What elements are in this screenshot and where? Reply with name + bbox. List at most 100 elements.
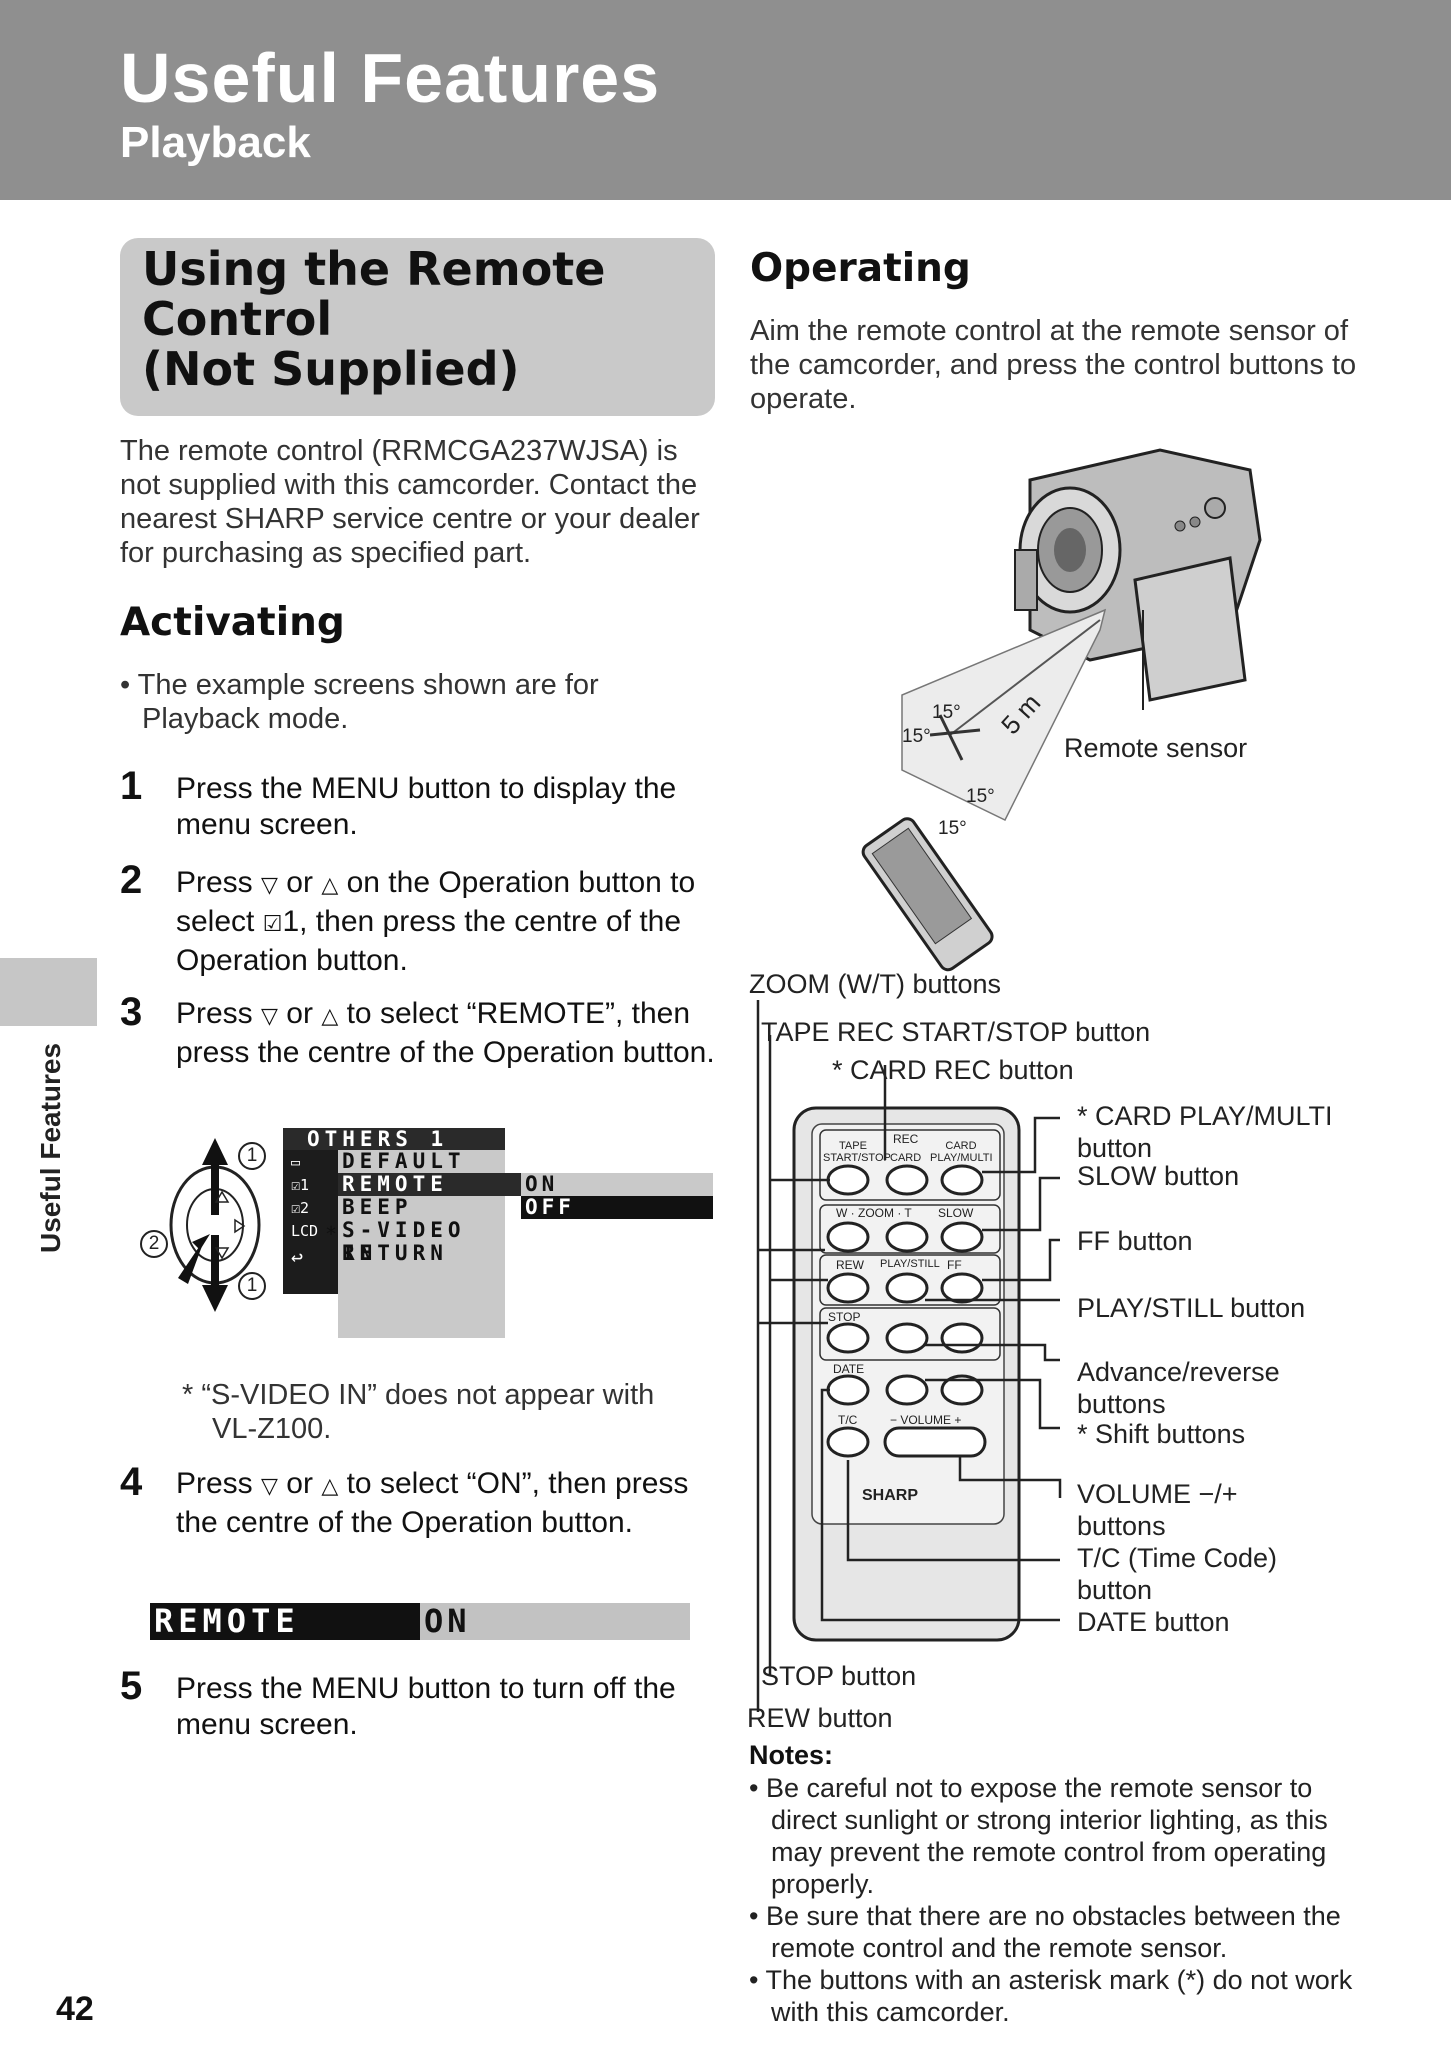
- label-card-play-2: button: [1077, 1133, 1153, 1163]
- label-date: DATE button: [1077, 1607, 1230, 1637]
- step-text-part: to select “REMOTE”, then press the centr…: [176, 997, 715, 1069]
- step-number: 1: [120, 764, 143, 808]
- menu-item: BEEP: [342, 1195, 413, 1219]
- menu-item: DEFAULT: [342, 1149, 466, 1173]
- angle-label: 15°: [938, 818, 967, 839]
- down-triangle-icon: ▽: [261, 1004, 278, 1029]
- side-tab-marker: [0, 958, 97, 1026]
- step-text: Press the MENU button to turn off the me…: [176, 1672, 676, 1741]
- step-number: 3: [120, 990, 143, 1034]
- step-text-part: to select “ON”, then press the centre of…: [176, 1467, 689, 1539]
- check1-icon: ☑1: [291, 1176, 310, 1194]
- check2-icon: ☑2: [291, 1199, 310, 1217]
- angle-label: 15°: [932, 702, 961, 723]
- menu-panel: [338, 1128, 505, 1338]
- label-card-play: * CARD PLAY/MULTI: [1077, 1101, 1333, 1131]
- note-item: • Be sure that there are no obstacles be…: [749, 1901, 1341, 1963]
- step-text-part: Press: [176, 997, 253, 1030]
- side-tab-label: Useful Features: [35, 1042, 66, 1253]
- up-triangle-icon: △: [321, 1004, 339, 1029]
- label-volume-2: buttons: [1077, 1511, 1166, 1541]
- section-title-line: Using the Remote: [142, 242, 606, 296]
- intro-text: The remote control (RRMCGA237WJSA) is no…: [120, 435, 700, 569]
- menu-option-on: ON: [521, 1173, 713, 1196]
- activating-note: • The example screens shown are for Play…: [120, 669, 599, 735]
- menu-title-bar: [283, 1128, 505, 1150]
- key-label-rew: REW: [836, 1258, 864, 1272]
- label-tc-2: button: [1077, 1575, 1153, 1605]
- label-advance: Advance/reverse: [1077, 1357, 1280, 1387]
- step-text: Press ▽ or △ to select “REMOTE”, then pr…: [176, 996, 721, 1071]
- menu-screen: OTHERS 1 DEFAULT REMOTE BEEP S-VIDEO IN …: [283, 1128, 713, 1338]
- step-text-part: 1, then press the centre of the Operatio…: [176, 905, 682, 977]
- step-number: 4: [120, 1460, 143, 1504]
- callout-2: 2: [140, 1230, 168, 1258]
- menu-item: S-VIDEO IN: [342, 1218, 466, 1265]
- lcd-icon: LCD: [291, 1222, 319, 1240]
- sharp-logo: SHARP: [862, 1487, 919, 1504]
- page-subtitle: Playback: [120, 118, 311, 167]
- label-ff: FF button: [1077, 1226, 1193, 1256]
- down-triangle-icon: ▽: [261, 873, 278, 898]
- key-label-rec: REC: [893, 1132, 919, 1146]
- camcorder-illustration: [861, 448, 1262, 972]
- step-text-part: Press: [176, 866, 253, 899]
- operation-button-diagram: [169, 1138, 261, 1312]
- key-label-zoom: W · ZOOM · T: [836, 1206, 912, 1220]
- up-triangle-icon: △: [321, 1474, 339, 1499]
- label-tape-rec: TAPE REC START/STOP button: [761, 1017, 1151, 1047]
- section-title: Using the Remote Control (Not Supplied): [142, 244, 702, 394]
- remote-value: ON: [420, 1603, 690, 1640]
- menu-title: OTHERS 1: [307, 1127, 449, 1151]
- key-label-tape: TAPE START/STOP: [823, 1140, 891, 1164]
- step-number: 5: [120, 1664, 143, 1708]
- operating-heading: Operating: [750, 246, 971, 291]
- page-title: Useful Features: [120, 39, 661, 117]
- label-card-rec: * CARD REC button: [832, 1055, 1074, 1085]
- checkbox-menu-icon: ☑: [262, 912, 283, 937]
- label-play: PLAY/STILL button: [1077, 1293, 1306, 1323]
- key-label-stop: STOP: [828, 1310, 861, 1324]
- step-text: Press the MENU button to display the men…: [176, 772, 677, 841]
- key-label-slow: SLOW: [938, 1206, 974, 1220]
- label-zoom: ZOOM (W/T) buttons: [749, 969, 1002, 999]
- footnote: * “S-VIDEO IN” does not appear with VL-Z…: [182, 1379, 655, 1445]
- menu-asterisk: *: [325, 1222, 338, 1246]
- note-item: • Be careful not to expose the remote se…: [749, 1773, 1328, 1899]
- label-slow: SLOW button: [1077, 1161, 1240, 1191]
- key-label-volume: − VOLUME +: [890, 1413, 962, 1427]
- step-text-part: or: [286, 997, 313, 1030]
- key-label-card-play: CARD PLAY/MULTI: [930, 1140, 993, 1164]
- operating-text: Aim the remote control at the remote sen…: [750, 315, 1357, 415]
- menu-icon-column: [283, 1128, 338, 1294]
- callout-1-top: 1: [238, 1142, 266, 1170]
- activating-heading: Activating: [120, 600, 345, 645]
- return-icon: ↩: [291, 1245, 304, 1269]
- label-rew: REW button: [747, 1703, 893, 1733]
- label-advance-2: buttons: [1077, 1389, 1166, 1419]
- key-label-date: DATE: [833, 1362, 865, 1376]
- up-triangle-icon: △: [321, 873, 339, 898]
- step-text: Press ▽ or △ to select “ON”, then press …: [176, 1466, 716, 1541]
- key-label-ff: FF: [947, 1258, 962, 1272]
- notes-title: Notes:: [749, 1740, 834, 1770]
- remote-control-diagram: [756, 1000, 1062, 1712]
- remote-label: REMOTE: [150, 1603, 420, 1640]
- label-volume: VOLUME −/+: [1077, 1479, 1238, 1509]
- menu-option-off: OFF: [521, 1196, 713, 1219]
- key-label-card: CARD: [890, 1152, 922, 1164]
- angle-label: 15°: [902, 726, 931, 747]
- step-text-part: Press: [176, 1467, 253, 1500]
- remote-on-display: REMOTE ON: [150, 1603, 690, 1640]
- section-title-box: [120, 238, 715, 416]
- down-triangle-icon: ▽: [261, 1474, 278, 1499]
- angle-label: 15°: [966, 786, 995, 807]
- key-label-tc: T/C: [838, 1413, 858, 1427]
- label-tc: T/C (Time Code): [1077, 1543, 1278, 1573]
- tape-icon: ▭: [291, 1153, 301, 1171]
- label-stop: STOP button: [761, 1661, 917, 1691]
- section-title-line: (Not Supplied): [142, 342, 520, 396]
- menu-item: RETURN: [342, 1241, 448, 1265]
- label-shift: * Shift buttons: [1077, 1419, 1246, 1449]
- header-band: [0, 0, 1451, 200]
